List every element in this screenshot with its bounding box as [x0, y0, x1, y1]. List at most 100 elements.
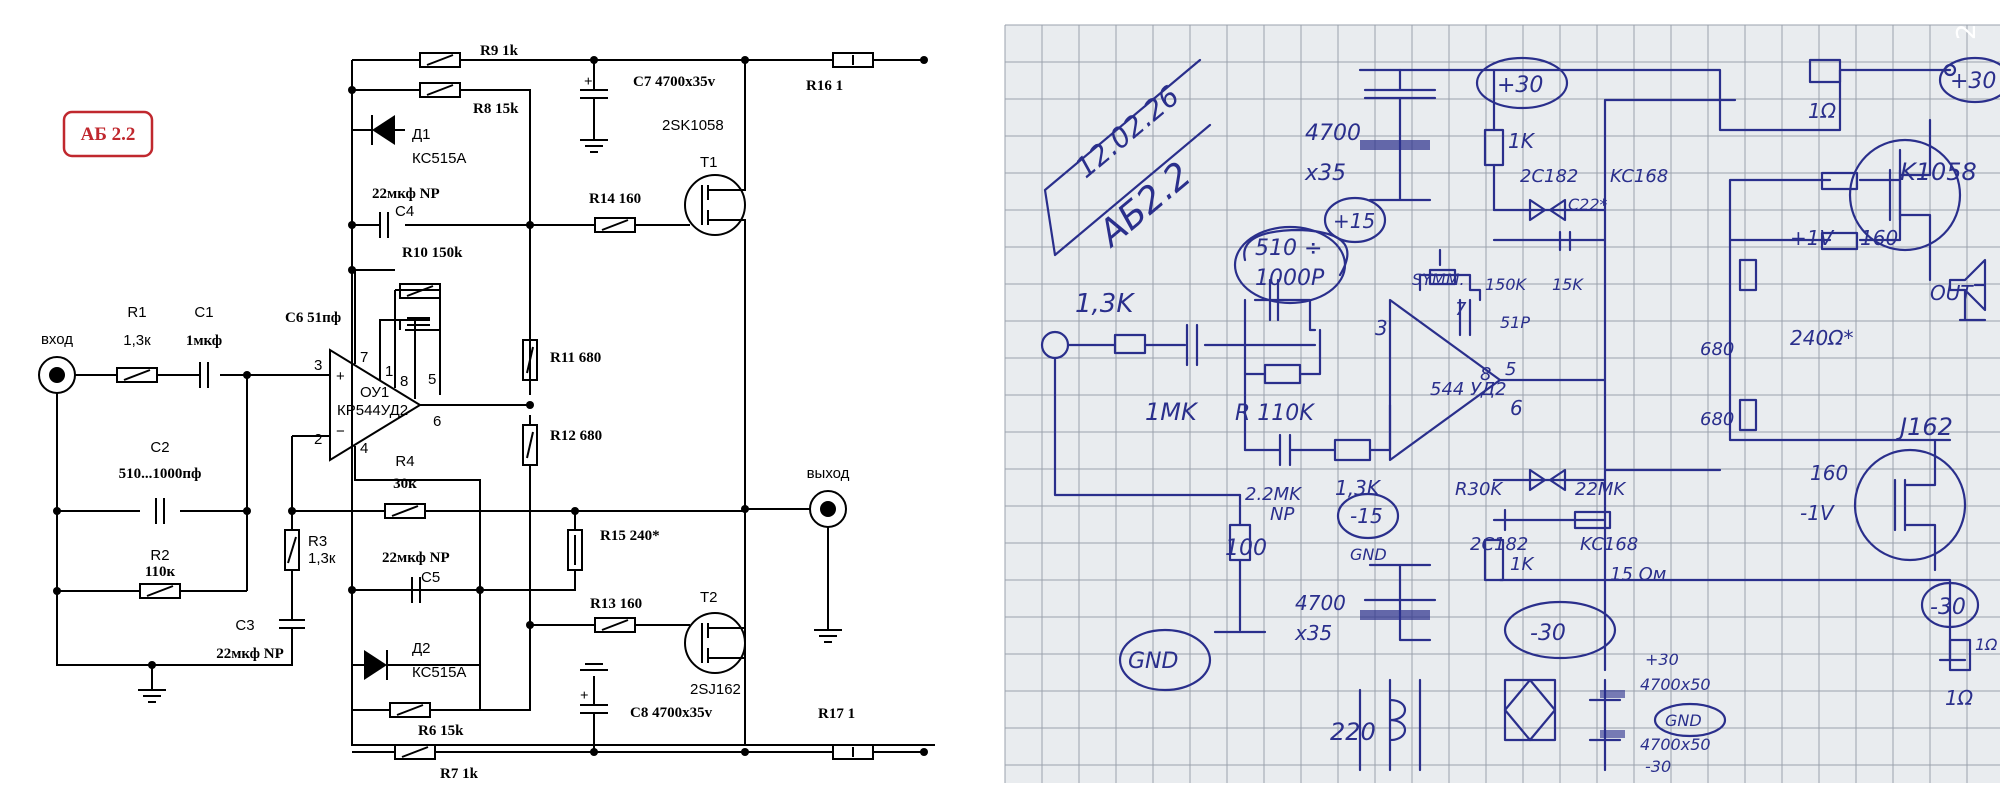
- r12-label: R12 680: [550, 428, 602, 444]
- r8-label: R8 15k: [473, 101, 519, 117]
- pin-3: 3: [314, 357, 322, 374]
- amplifier-schematic: АБ 2.2 вход выход +: [38, 43, 935, 782]
- sketch-j162: J162: [1896, 413, 1953, 441]
- r2-value: 110к: [145, 564, 176, 580]
- sketch-r680a: 680: [1700, 339, 1734, 360]
- r9-label: R9 1k: [480, 43, 519, 59]
- c8-label: C8 4700x35v: [630, 705, 713, 721]
- sketch-c-range2: 1000P: [1255, 266, 1325, 291]
- t2-type: 2SJ162: [690, 681, 741, 698]
- sketch-plus30-a: +30: [1497, 73, 1543, 98]
- c1-value: 1мкф: [186, 333, 222, 349]
- c1-label: C1: [194, 304, 213, 321]
- sketch-d-2c182: 2C182: [1520, 166, 1578, 187]
- sketch-cap-bot: 4700: [1295, 591, 1346, 615]
- opamp-minus: −: [336, 423, 345, 440]
- sketch-c1mk: 1MK: [1145, 398, 1199, 426]
- sketch-ic: 544 УД2: [1430, 379, 1507, 400]
- sketch-r30k: R30K: [1455, 479, 1503, 500]
- sketch-c22: C22*: [1568, 195, 1608, 214]
- opamp-type: КР544УД2: [337, 402, 408, 419]
- t1-label: T1: [700, 154, 718, 171]
- t1-body: [684, 174, 746, 236]
- sketch-r160-b: 160: [1810, 461, 1848, 485]
- sketch-r-1ohm-b: 1Ω: [1975, 635, 1998, 654]
- c3-value: 22мкф NP: [216, 646, 284, 662]
- sketch-kc168: KC168: [1610, 166, 1668, 187]
- sketch-r240: 240Ω*: [1790, 326, 1853, 350]
- r1-value: 1,3к: [123, 332, 151, 349]
- sketch-r110k: R 110K: [1235, 401, 1315, 426]
- c7-label: C7 4700x35v: [633, 74, 716, 90]
- sketch-gnd-c: GND: [1665, 711, 1702, 730]
- r13-label: R13 160: [590, 596, 642, 612]
- sketch-r100: 100: [1225, 536, 1267, 561]
- sketch-r15ohm: 15 Ом: [1610, 564, 1666, 585]
- output-label: выход: [807, 465, 850, 482]
- sketch-np: NP: [1270, 504, 1294, 525]
- sketch-v220: 220: [1330, 718, 1376, 746]
- pin-1: 1: [385, 363, 393, 380]
- pin-7: 7: [360, 349, 368, 366]
- sketch-out: OUT: [1930, 281, 1974, 305]
- r3-value: 1,3к: [308, 550, 336, 567]
- r6-label: R6 15k: [418, 723, 464, 739]
- sketch-symm: SYMM.: [1412, 270, 1465, 289]
- sketch-r680b: 680: [1700, 409, 1734, 430]
- r7-label: R7 1k: [440, 766, 479, 782]
- pin-6: 6: [433, 413, 441, 430]
- sketch-minus30-a: -30: [1530, 621, 1566, 646]
- input-label: вход: [41, 331, 73, 348]
- d2-label: Д2: [412, 640, 431, 657]
- sketch-psu-caps: 4700x50: [1640, 675, 1711, 694]
- sketch-gnd-b: GND: [1128, 649, 1178, 674]
- r16-label: R16 1: [806, 78, 843, 94]
- t1-type: 2SK1058: [662, 117, 724, 134]
- sketch-cap-top: 4700: [1305, 121, 1361, 146]
- d1-value: КС515А: [412, 150, 466, 167]
- sketch-psu-caps2: 4700x50: [1640, 735, 1711, 754]
- c4-value: 22мкф NP: [372, 186, 440, 202]
- r10-label: R10 150k: [402, 245, 463, 261]
- r4-value: 30к: [393, 476, 417, 492]
- opamp-plus: +: [336, 368, 345, 385]
- sketch-r150k: 150K: [1485, 275, 1528, 294]
- sketch-d-2c182-b: 2C182: [1470, 534, 1528, 555]
- r15-label: R15 240*: [600, 528, 660, 544]
- t2-label: T2: [700, 589, 718, 606]
- sketch-c-range: 510 ÷: [1255, 236, 1322, 261]
- c2-label: C2: [150, 439, 169, 456]
- pin-4: 4: [360, 440, 368, 457]
- t2-body: [684, 612, 746, 674]
- c5-label: C5: [421, 569, 440, 586]
- paper-grid: [1004, 24, 2000, 783]
- sketch-psu-minus: -30: [1645, 757, 1671, 776]
- sketch-plus1v: +1V: [1790, 226, 1834, 250]
- pin-8: 8: [400, 373, 408, 390]
- handwritten-sketch-photo: 2 12.02.26 АБ2.2 4700 x35 1K +30 +30 1Ω …: [1000, 0, 2000, 808]
- sketch-plus15: +15: [1333, 209, 1375, 233]
- svg-text:+: +: [584, 74, 593, 90]
- sketch-r1ohm-c: 1Ω: [1945, 686, 1974, 710]
- sketch-r-1ohm-a: 1Ω: [1808, 99, 1837, 123]
- sketch-c51p: 51P: [1500, 313, 1530, 332]
- sketch-psu-plus: +30: [1645, 650, 1679, 669]
- sketch-c22mk: 2.2MK: [1245, 484, 1302, 505]
- sketch-kc168-b: KC168: [1580, 534, 1638, 555]
- sketch-minus30-b: -30: [1930, 595, 1966, 620]
- c5-value: 22мкф NP: [382, 550, 450, 566]
- r2-label: R2: [150, 547, 169, 564]
- sketch-r13k-b: 1,3K: [1335, 476, 1382, 500]
- r17-label: R17 1: [818, 706, 855, 722]
- pin-2: 2: [314, 431, 322, 448]
- r3-label: R3: [308, 533, 327, 550]
- title-badge: [62, 110, 154, 158]
- sketch-cap-bot-v: x35: [1294, 621, 1332, 645]
- pin-5: 5: [428, 371, 436, 388]
- sketch-r160: 160: [1860, 226, 1898, 250]
- sketch-r1k-b: 1K: [1510, 554, 1534, 575]
- title-badge-text: АБ 2.2: [81, 124, 136, 145]
- d1-label: Д1: [412, 126, 431, 143]
- sketch-pin-3: 3: [1375, 316, 1388, 340]
- r1-label: R1: [127, 304, 146, 321]
